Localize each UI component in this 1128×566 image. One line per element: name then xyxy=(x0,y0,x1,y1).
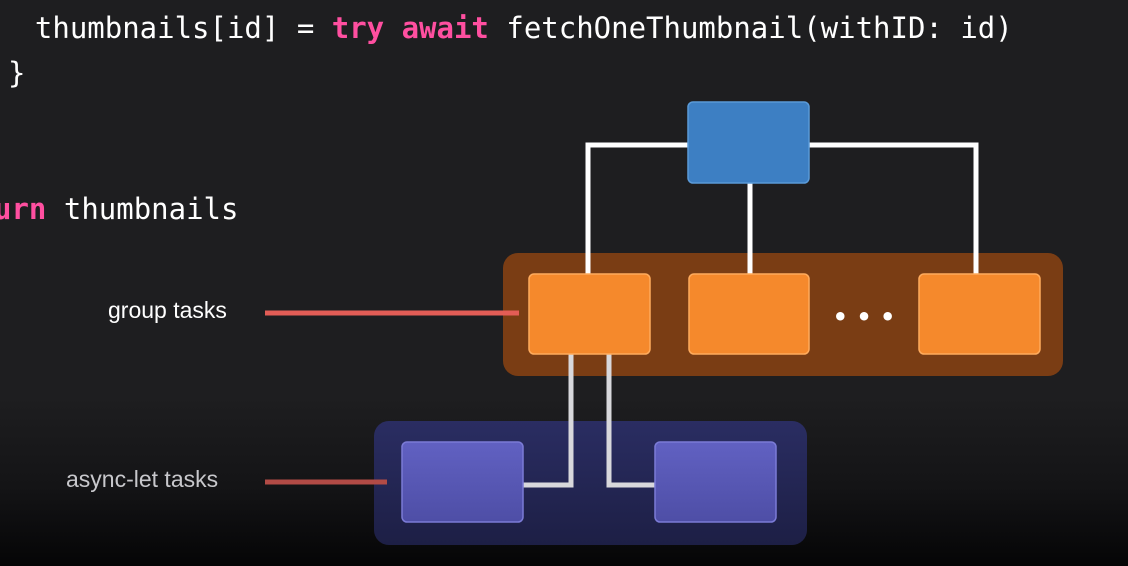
code-line-3: urn thumbnails xyxy=(0,191,238,227)
code-closing-brace: } xyxy=(8,56,26,90)
async-let-task-box-1 xyxy=(401,441,524,523)
code-call: fetchOneThumbnail(withID: id) xyxy=(506,11,1013,45)
parent-task-box xyxy=(687,101,810,184)
code-keyword-try: try xyxy=(331,11,385,45)
connector-group-task-to-async-task-2 xyxy=(606,354,656,488)
more-tasks-ellipsis: • • • xyxy=(833,303,896,331)
async-let-task-box-2 xyxy=(654,441,777,523)
group-task-box-2 xyxy=(688,273,810,355)
group-task-box-1 xyxy=(528,273,651,355)
group-tasks-label: group tasks xyxy=(108,297,227,323)
code-assignment: thumbnails[id] = xyxy=(34,11,332,45)
group-task-box-3 xyxy=(918,273,1041,355)
code-line-2: } xyxy=(8,55,25,91)
code-keyword-return: urn xyxy=(0,192,47,226)
connector-group-task-to-async-task-1 xyxy=(523,354,574,488)
code-line-1: thumbnails[id] = try await fetchOneThumb… xyxy=(0,10,1013,46)
connector-parent-to-group-task-3 xyxy=(809,142,979,275)
connector-parent-to-group-task-1 xyxy=(585,142,688,275)
code-return-value: thumbnails xyxy=(63,192,239,226)
async-let-tasks-label: async-let tasks xyxy=(66,466,219,492)
code-keyword-await: await xyxy=(401,11,489,45)
